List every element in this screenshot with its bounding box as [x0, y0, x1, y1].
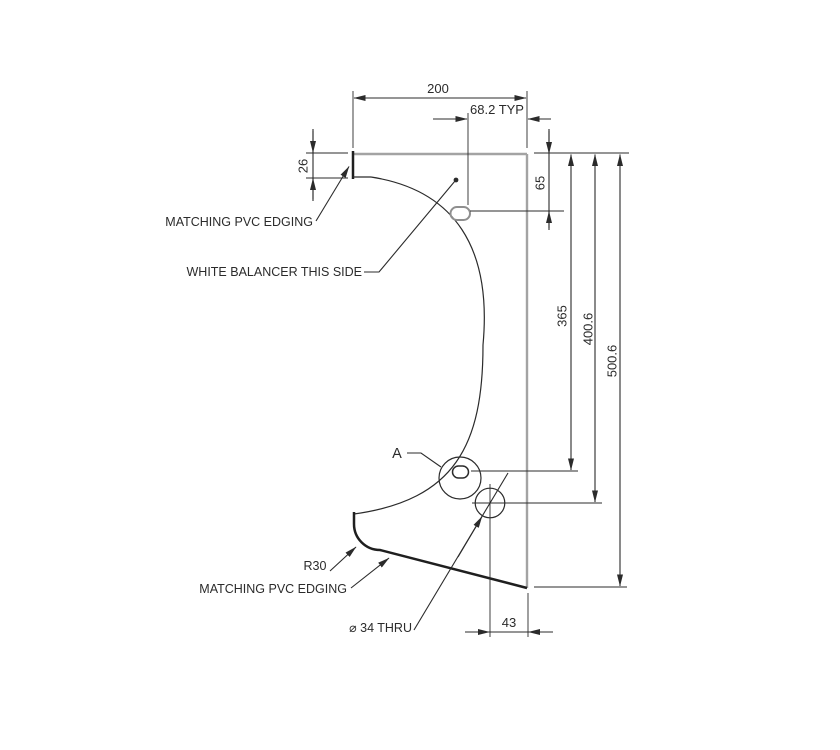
leader-pvc-edging-bottom	[350, 557, 390, 589]
leader-white-balancer-dot	[453, 177, 459, 183]
leader-r30	[329, 546, 357, 572]
leader-white-balancer	[364, 180, 456, 273]
leader-lines	[315, 166, 509, 631]
leader-detail-a	[407, 452, 442, 468]
top-slot	[449, 206, 471, 221]
dim-65-text: 65	[533, 176, 548, 190]
detail-a-circle	[438, 456, 482, 500]
label-pvc-edging-bottom: MATCHING PVC EDGING	[199, 582, 347, 596]
dimension-lines	[310, 95, 623, 635]
label-pvc-edging-top: MATCHING PVC EDGING	[165, 215, 313, 229]
dim-4006-text: 400.6	[581, 313, 596, 346]
annotations: 200 68.2 TYP 26 65 365 400.6 500.6 43 MA…	[165, 81, 619, 635]
part-bottom-edge-banded	[352, 512, 528, 590]
part-front-curve	[353, 176, 485, 515]
label-thru-hole: ⌀ 34 THRU	[349, 621, 412, 635]
label-detail-a: A	[392, 446, 402, 462]
dim-200-text: 200	[427, 81, 449, 96]
dim-26-text: 26	[296, 159, 311, 173]
dim-43-text: 43	[502, 615, 516, 630]
dim-365-text: 365	[555, 305, 570, 327]
dim-682-text: 68.2 TYP	[470, 102, 524, 117]
label-white-balancer: WHITE BALANCER THIS SIDE	[187, 265, 363, 279]
extension-lines	[306, 91, 629, 637]
bottom-slot	[451, 465, 470, 479]
leader-pvc-edging-top	[315, 166, 350, 222]
leader-thru-hole-arrow	[457, 516, 483, 558]
dim-5006-text: 500.6	[605, 345, 620, 378]
label-r30: R30	[304, 559, 327, 573]
part-outline	[351, 151, 602, 637]
